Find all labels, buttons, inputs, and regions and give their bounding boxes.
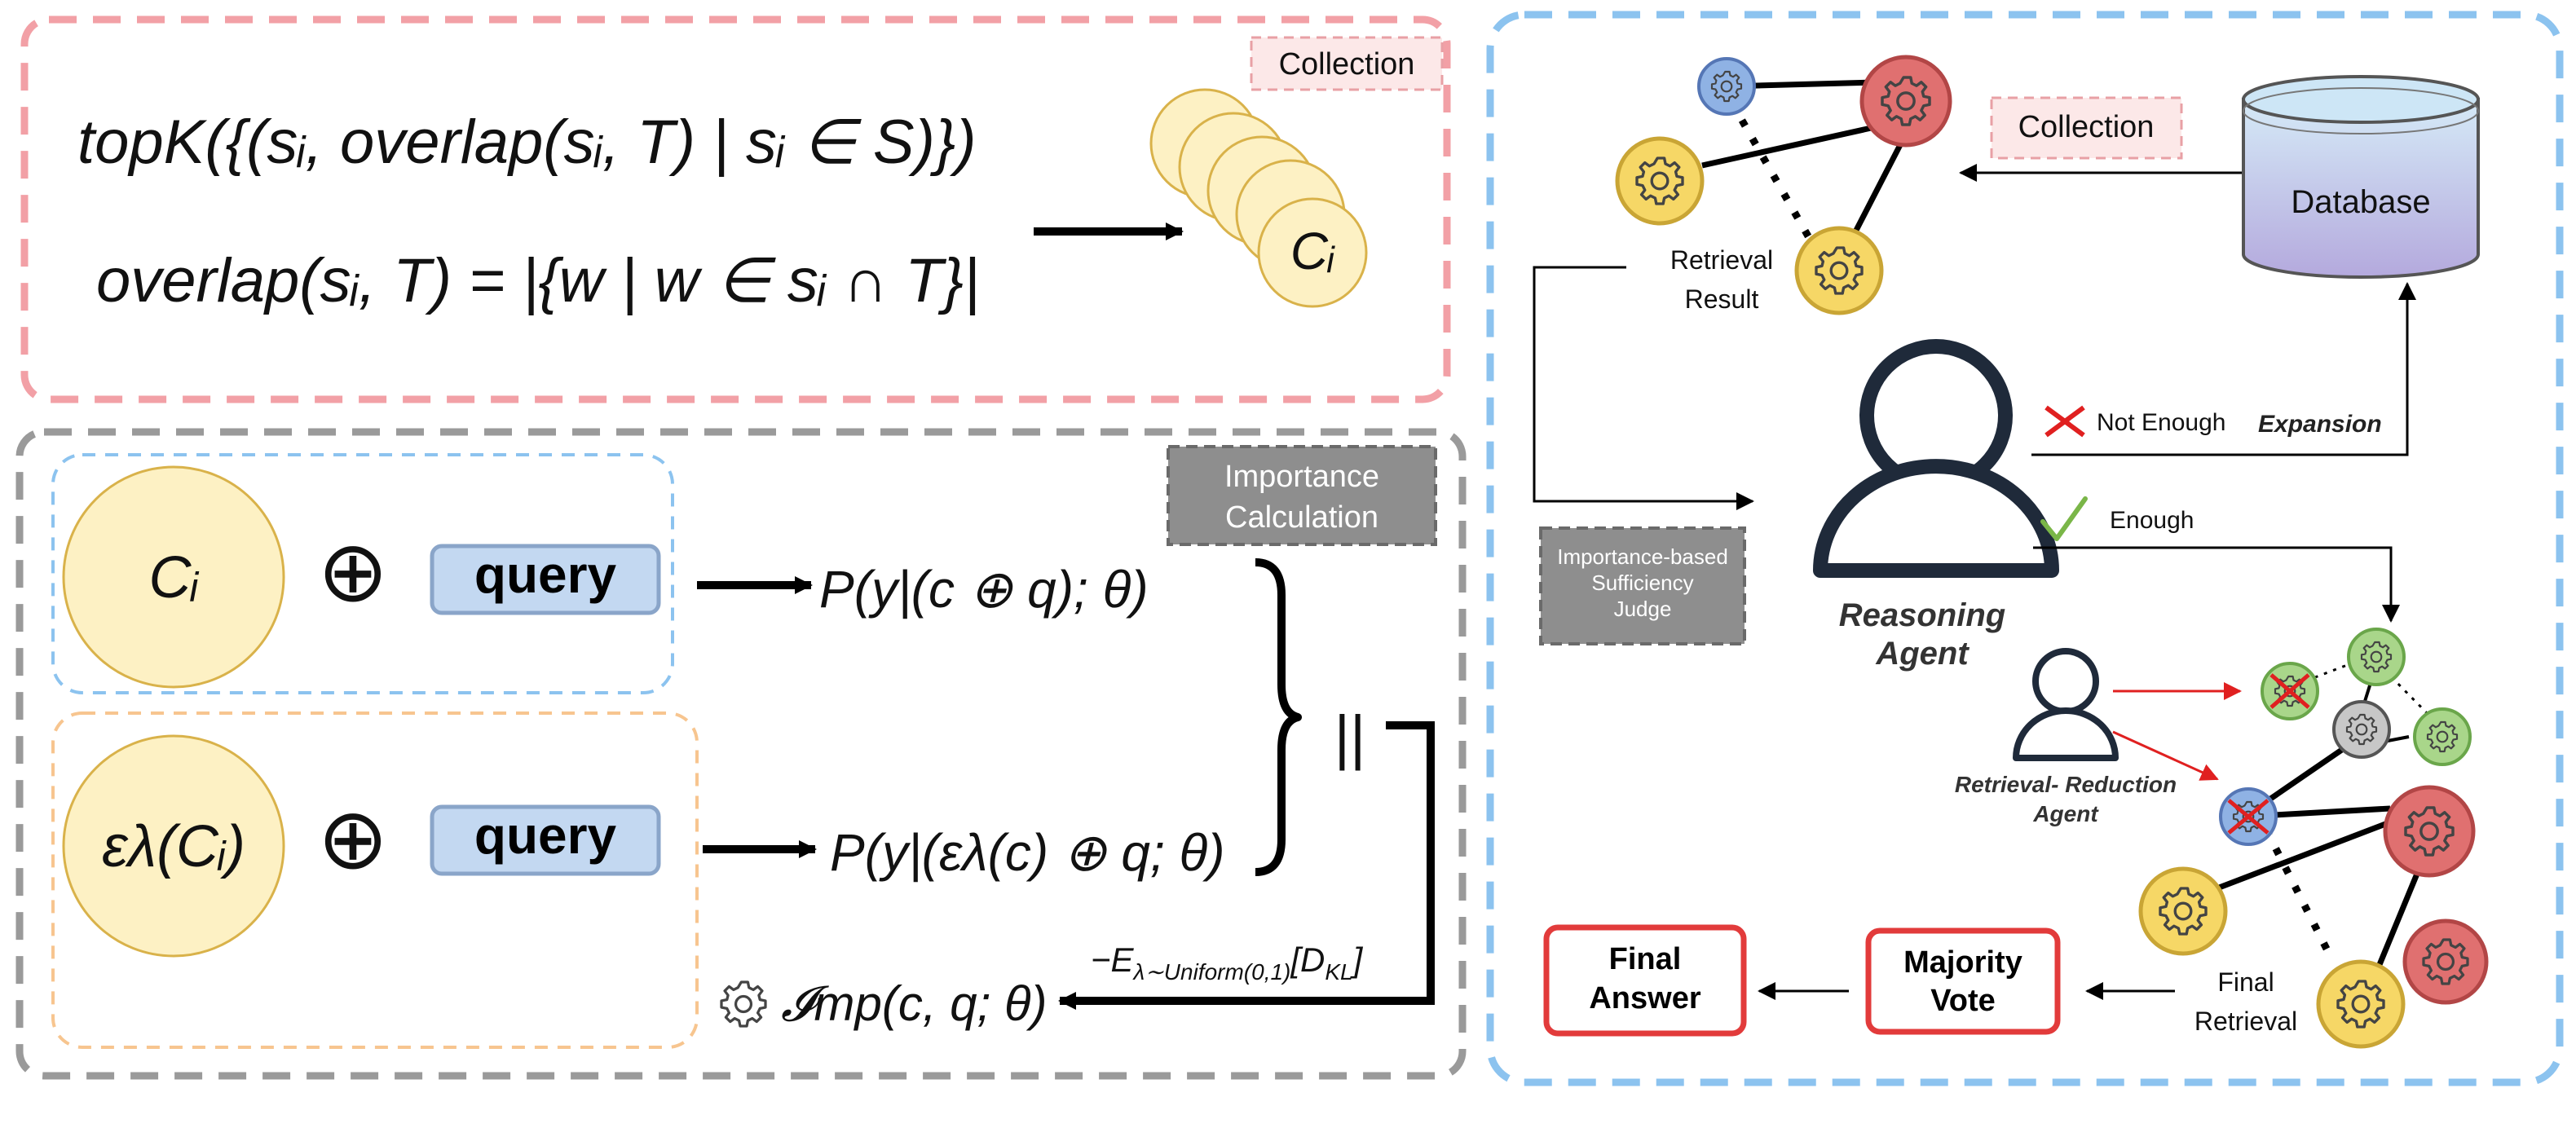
prob-perturbed: P(y|(ελ(c) ⊕ q; θ) <box>830 823 1225 883</box>
chunk-perturbed-label: ελ(Cᵢ) <box>102 814 245 879</box>
graph-node-yellow-left <box>1615 136 1705 226</box>
majority-vote-line1: Majority <box>1903 945 2022 980</box>
chunk-perturbed <box>62 734 285 958</box>
expectation-kl-open: [D <box>1290 941 1325 979</box>
concat-symbol-original: ⊕ <box>317 525 388 619</box>
query-box-original <box>430 544 661 615</box>
expectation-e: −E <box>1091 941 1135 979</box>
chunk-stack: Cᵢ <box>1149 88 1368 308</box>
final-retrieval-graph <box>2138 628 2489 1049</box>
judge-line3: Judge <box>1614 597 1672 621</box>
importance-calculation-tag: Importance Calculation <box>1167 445 1437 546</box>
retrieval-result-line2: Result <box>1685 284 1759 314</box>
enough-label: Enough <box>2110 507 2194 534</box>
majority-vote-line2: Vote <box>1930 984 1996 1018</box>
final-node-red-bottom <box>2402 919 2489 1005</box>
expectation-kl-close: ] <box>1350 941 1364 979</box>
prob-original: P(y|(c ⊕ q); θ) <box>819 560 1149 619</box>
reduction-arrow-blue <box>2112 730 2219 781</box>
importance-calc-line1: Importance <box>1224 460 1379 494</box>
divergence-symbol: || <box>1334 703 1365 771</box>
expansion-arrow <box>2031 282 2416 456</box>
query-label-original: query <box>474 545 617 604</box>
graph-node-red <box>1859 55 1952 148</box>
chunk-circle-5 <box>1257 197 1368 308</box>
importance-gear-icon <box>720 980 767 1028</box>
chunk-original <box>62 465 285 689</box>
majority-vote-box <box>1865 927 2061 1035</box>
expectation-formula: −Eλ∼Uniform(0,1)[DKL] <box>1091 941 1364 985</box>
overlap-panel <box>20 15 1451 403</box>
result-to-agent-arrow <box>1533 266 1754 510</box>
comparison-brace <box>1255 558 1302 876</box>
final-node-yellow-left <box>2138 866 2228 956</box>
collection-tag-top: Collection <box>1250 36 1444 91</box>
expectation-kl-subscript: KL <box>1325 959 1352 985</box>
not-enough-label: Not Enough <box>2097 409 2225 436</box>
removed-cross-icon <box>2227 799 2269 835</box>
removed-cross-icon <box>2269 673 2310 709</box>
enough-check-icon <box>2040 496 2088 541</box>
final-node-red-top <box>2383 785 2476 878</box>
final-answer-line2: Answer <box>1589 981 1700 1015</box>
final-retrieval-line2: Retrieval <box>2194 1007 2297 1036</box>
reasoning-agent-line1: Reasoning <box>1839 597 2005 633</box>
query-label-perturbed: query <box>474 806 617 865</box>
not-enough-cross-icon <box>2044 405 2085 438</box>
judge-line2: Sufficiency <box>1591 570 1693 595</box>
retrieval-result-line1: Retrieval <box>1670 245 1773 275</box>
final-node-green-top <box>2347 628 2406 686</box>
graph-node-yellow-bottom <box>1794 226 1884 315</box>
reasoning-agent-icon <box>1813 339 2059 578</box>
enough-arrow <box>2033 546 2400 623</box>
importance-calc-line2: Calculation <box>1225 500 1378 535</box>
expansion-label: Expansion <box>2258 411 2382 438</box>
collection-tag-right: Collection <box>1990 96 2183 160</box>
final-retrieval-line1: Final <box>2217 967 2274 997</box>
perturbed-input-group <box>51 711 699 1049</box>
reduction-agent-line2: Agent <box>2032 801 2099 826</box>
final-node-yellow-bottom <box>2316 959 2406 1049</box>
formula-topk: topK({(sᵢ, overlap(sᵢ, T) | sᵢ ∈ S)}) <box>77 108 977 177</box>
final-answer-line1: Final <box>1609 942 1682 976</box>
graph-node-blue <box>1697 57 1756 116</box>
database: Database <box>2242 75 2480 279</box>
database-label: Database <box>2291 184 2430 220</box>
reduction-agent-icon <box>2013 648 2119 761</box>
chunk-label: Cᵢ <box>1290 222 1335 280</box>
collection-label-right: Collection <box>2018 110 2155 144</box>
agent-panel <box>1486 11 2564 1086</box>
final-node-green-right <box>2413 707 2472 766</box>
judge-line1: Importance-based <box>1557 544 1728 569</box>
final-node-gray <box>2332 700 2391 759</box>
sufficiency-judge-tag: Importance-based Sufficiency Judge <box>1539 526 1746 645</box>
retrieval-graph <box>1615 55 1952 315</box>
formula-overlap: overlap(sᵢ, T) = |{w | w ∈ sᵢ ∩ T}| <box>96 246 980 315</box>
importance-result: 𝓘mp(c, q; θ) <box>781 976 1047 1031</box>
reasoning-agent-line2: Agent <box>1875 636 1969 672</box>
collection-label-top: Collection <box>1279 47 1415 82</box>
reduction-agent-line1: Retrieval- Reduction <box>1955 772 2177 797</box>
kl-to-importance-connector <box>1058 721 1435 1010</box>
query-box-perturbed <box>430 804 661 876</box>
chunk-original-label: Cᵢ <box>149 545 200 610</box>
final-answer-box <box>1543 924 1747 1037</box>
importance-panel <box>15 428 1467 1080</box>
expectation-subscript: λ∼Uniform(0,1) <box>1132 959 1291 985</box>
original-input-group <box>51 453 674 694</box>
concat-symbol-perturbed: ⊕ <box>317 792 388 887</box>
